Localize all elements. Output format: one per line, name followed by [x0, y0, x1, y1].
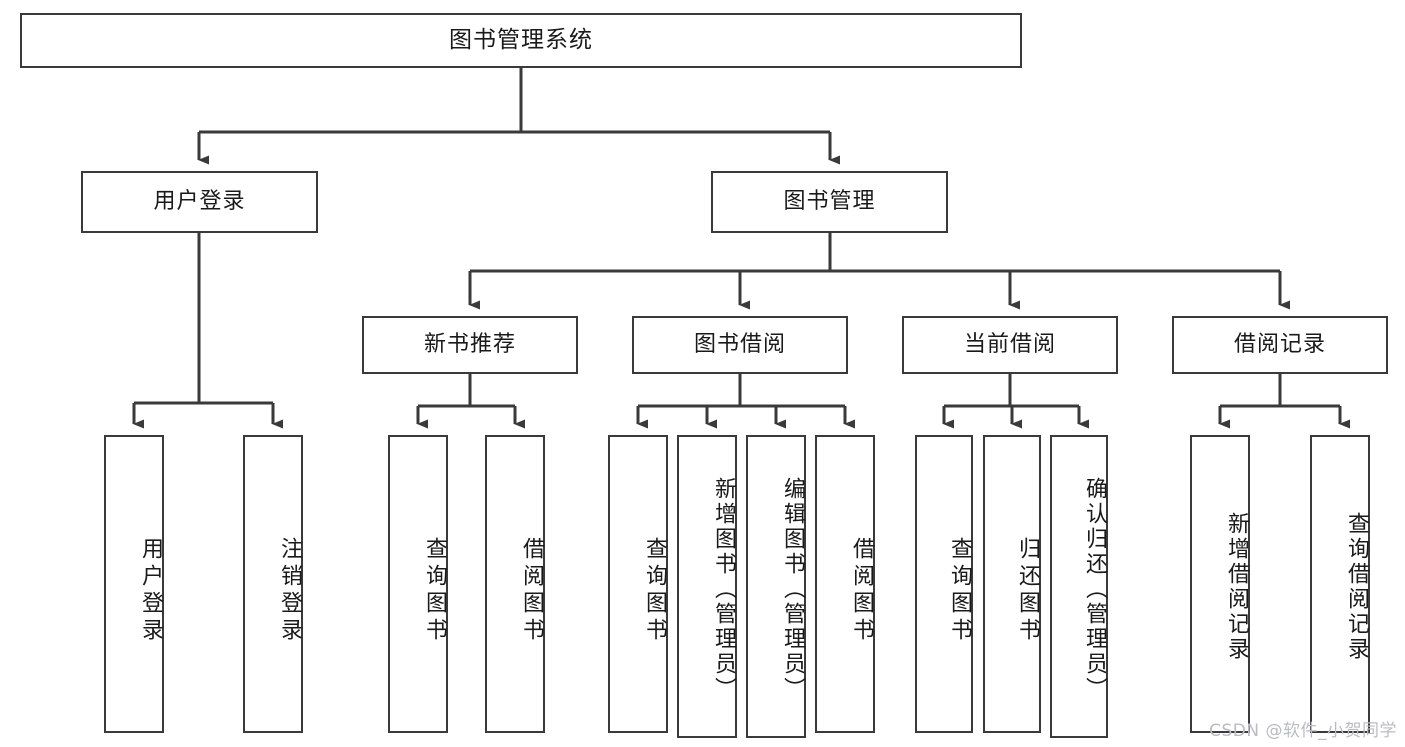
leaf-borrow-books-recommend[interactable]: 借阅图书 [485, 435, 545, 733]
node-new-book-recommend[interactable]: 新书推荐 [362, 316, 578, 374]
leaf-borrow-books[interactable]: 借阅图书 [815, 435, 875, 733]
node-user-login[interactable]: 用户登录 [81, 171, 318, 233]
node-root-system[interactable]: 图书管理系统 [20, 13, 1022, 68]
leaf-query-books-borrow[interactable]: 查询图书 [608, 435, 668, 733]
node-book-borrow[interactable]: 图书借阅 [632, 316, 848, 374]
leaf-return-books[interactable]: 归还图书 [983, 435, 1041, 733]
leaf-edit-book-admin[interactable]: 编辑图书（管理员） [746, 435, 806, 738]
leaf-logout[interactable]: 注销登录 [243, 435, 303, 733]
leaf-query-books-recommend[interactable]: 查询图书 [388, 435, 448, 733]
node-borrow-records[interactable]: 借阅记录 [1172, 316, 1388, 374]
watermark-text: CSDN @软件_小贺同学 [1209, 721, 1397, 741]
leaf-confirm-return-admin[interactable]: 确认归还（管理员） [1050, 435, 1108, 738]
node-book-management[interactable]: 图书管理 [711, 171, 948, 233]
leaf-add-borrow-record[interactable]: 新增借阅记录 [1190, 435, 1250, 733]
leaf-query-books-current[interactable]: 查询图书 [915, 435, 973, 733]
leaf-query-borrow-record[interactable]: 查询借阅记录 [1310, 435, 1370, 733]
node-current-borrow[interactable]: 当前借阅 [902, 316, 1118, 374]
leaf-user-login[interactable]: 用户登录 [104, 435, 164, 733]
leaf-add-book-admin[interactable]: 新增图书（管理员） [677, 435, 737, 738]
